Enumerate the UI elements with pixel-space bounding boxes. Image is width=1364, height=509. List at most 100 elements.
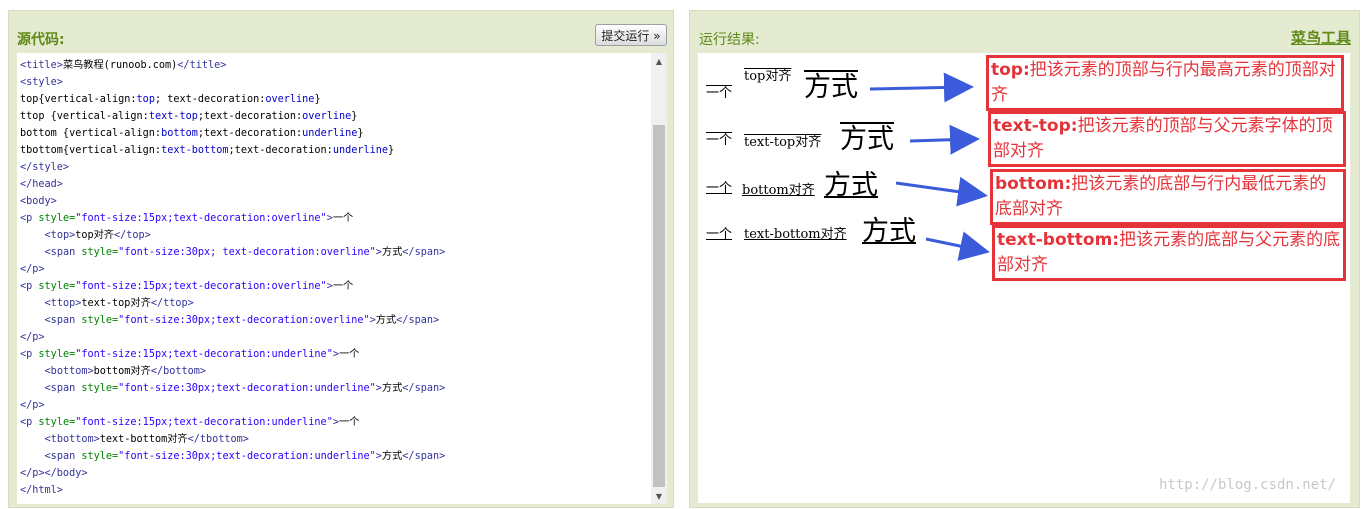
code-token: underline [302, 128, 358, 139]
code-token: <title> [20, 60, 63, 71]
watermark: http://blog.csdn.net/ [1158, 477, 1336, 493]
code-line: </p> [20, 329, 445, 346]
run-button[interactable]: 提交运行 » [595, 24, 667, 46]
code-token: ttop {vertical-align: [20, 111, 149, 122]
code-line: <style> [20, 74, 445, 91]
code-token: 一个 [332, 281, 354, 292]
code-token: underline [332, 145, 389, 156]
code-token: <tbottom> [44, 434, 100, 445]
code-token: <body> [20, 196, 57, 207]
code-token: style= [81, 451, 119, 462]
code-token [20, 315, 45, 326]
code-token: overline [302, 111, 352, 122]
code-token: bottom {vertical-align: [20, 128, 162, 139]
arrow-icon [925, 231, 990, 261]
code-line: <bottom>bottom对齐</bottom> [20, 363, 445, 380]
code-line: <ttop>text-top对齐</ttop> [20, 295, 445, 312]
code-token: </p> [20, 264, 45, 275]
code-line: <p style="font-size:15px;text-decoration… [20, 346, 445, 363]
code-line: <title>菜鸟教程(runoob.com)</title> [20, 57, 445, 74]
arrow-icon [869, 72, 974, 103]
code-token: </ttop> [150, 298, 194, 309]
code-token: <top> [44, 230, 76, 241]
code-token: </title> [177, 60, 227, 71]
code-token: style= [38, 349, 76, 360]
result-area: 一个 top对齐 方式 一个 text-top对齐 方式 一个 bottom对齐… [698, 53, 1350, 503]
code-token: top [136, 94, 155, 105]
code-token: 一个 [332, 213, 354, 224]
arrow-icon [895, 176, 988, 207]
code-token: </html> [20, 485, 63, 496]
code-line: tbottom{vertical-align:text-bottom;text-… [20, 142, 445, 159]
brand-link[interactable]: 菜鸟工具 [1290, 29, 1351, 47]
code-token: bottom对齐 [93, 366, 151, 377]
code-token: style= [81, 247, 119, 258]
code-token: <bottom> [44, 366, 94, 377]
scroll-down-arrow-icon[interactable]: ▼ [655, 491, 663, 501]
code-line: <span style="font-size:30px;text-decorat… [20, 312, 445, 329]
code-token: > [375, 451, 382, 462]
demo-label: top对齐 [744, 69, 792, 84]
code-token: "font-size:30px;text-decoration:overline… [118, 315, 370, 326]
code-token: 一个 [338, 417, 360, 428]
demo-big-text: 方式 [862, 216, 916, 247]
code-token [20, 366, 45, 377]
code-token: top{vertical-align: [20, 94, 137, 105]
code-line: </style> [20, 159, 445, 176]
code-token: overline [265, 94, 315, 105]
code-line: <tbottom>text-bottom对齐</tbottom> [20, 431, 445, 448]
code-token: > [326, 213, 333, 224]
code-line: bottom {vertical-align:bottom;text-decor… [20, 125, 445, 142]
code-token: style= [81, 315, 119, 326]
code-line: ttop {vertical-align:text-top;text-decor… [20, 108, 445, 125]
code-editor[interactable]: <title>菜鸟教程(runoob.com)</title> <style> to… [17, 53, 667, 504]
note-key: text-bottom: [997, 230, 1120, 250]
code-token: 方式 [381, 247, 403, 258]
code-token: <p [20, 281, 39, 292]
code-token: <span [44, 247, 82, 258]
code-token: 方式 [381, 451, 403, 462]
code-token: text-bottom对齐 [99, 434, 188, 445]
note-bottom: bottom:把该元素的底部与行内最低元素的底部对齐 [990, 169, 1346, 225]
code-token [20, 451, 45, 462]
note-text-top: text-top:把该元素的顶部与父元素字体的顶部对齐 [988, 111, 1346, 167]
code-token: ;text-decoration: [228, 145, 333, 156]
result-title: 运行结果: [699, 32, 760, 48]
code-token: "font-size:15px;text-decoration:underlin… [75, 349, 333, 360]
demo-prefix: 一个 [706, 181, 733, 196]
code-token: "font-size:30px;text-decoration:underlin… [118, 383, 376, 394]
code-token: 方式 [375, 315, 397, 326]
code-token: "font-size:30px;text-decoration:underlin… [118, 451, 376, 462]
code-token: "font-size:15px;text-decoration:overline… [75, 213, 327, 224]
note-key: top: [991, 60, 1030, 80]
code-scrollbar[interactable]: ▲ ▼ [651, 53, 667, 504]
code-token: > [326, 281, 333, 292]
code-token: </top> [114, 230, 151, 241]
demo-prefix: 一个 [706, 133, 733, 148]
code-lines[interactable]: <title>菜鸟教程(runoob.com)</title> <style> to… [20, 57, 445, 499]
code-token: <span [44, 383, 82, 394]
arrows-layer [869, 72, 990, 261]
code-token: </span> [402, 247, 446, 258]
code-line: <span style="font-size:30px;text-decorat… [20, 380, 446, 397]
scroll-thumb[interactable] [653, 125, 665, 487]
code-token: <p [20, 417, 39, 428]
code-line: <top>top对齐</top> [20, 227, 445, 244]
code-token: > [332, 417, 339, 428]
code-token [20, 298, 45, 309]
note-key: text-top: [993, 116, 1078, 136]
code-token: } [357, 128, 364, 139]
source-code-panel: 源代码: 提交运行 » <title>菜鸟教程(runoob.com)</tit… [8, 10, 674, 508]
code-token [20, 383, 45, 394]
code-token: <style> [20, 77, 63, 88]
code-token: style= [38, 281, 76, 292]
code-token: 一个 [338, 349, 360, 360]
demo-big-text: 方式 [824, 170, 878, 201]
code-token: 方式 [381, 383, 403, 394]
demo-prefix: 一个 [706, 227, 733, 242]
code-token: text-top [148, 111, 198, 122]
code-token: <p [20, 213, 39, 224]
code-token: <ttop> [44, 298, 82, 309]
code-line: top{vertical-align:top; text-decoration:… [20, 91, 445, 108]
scroll-up-arrow-icon[interactable]: ▲ [655, 56, 663, 66]
